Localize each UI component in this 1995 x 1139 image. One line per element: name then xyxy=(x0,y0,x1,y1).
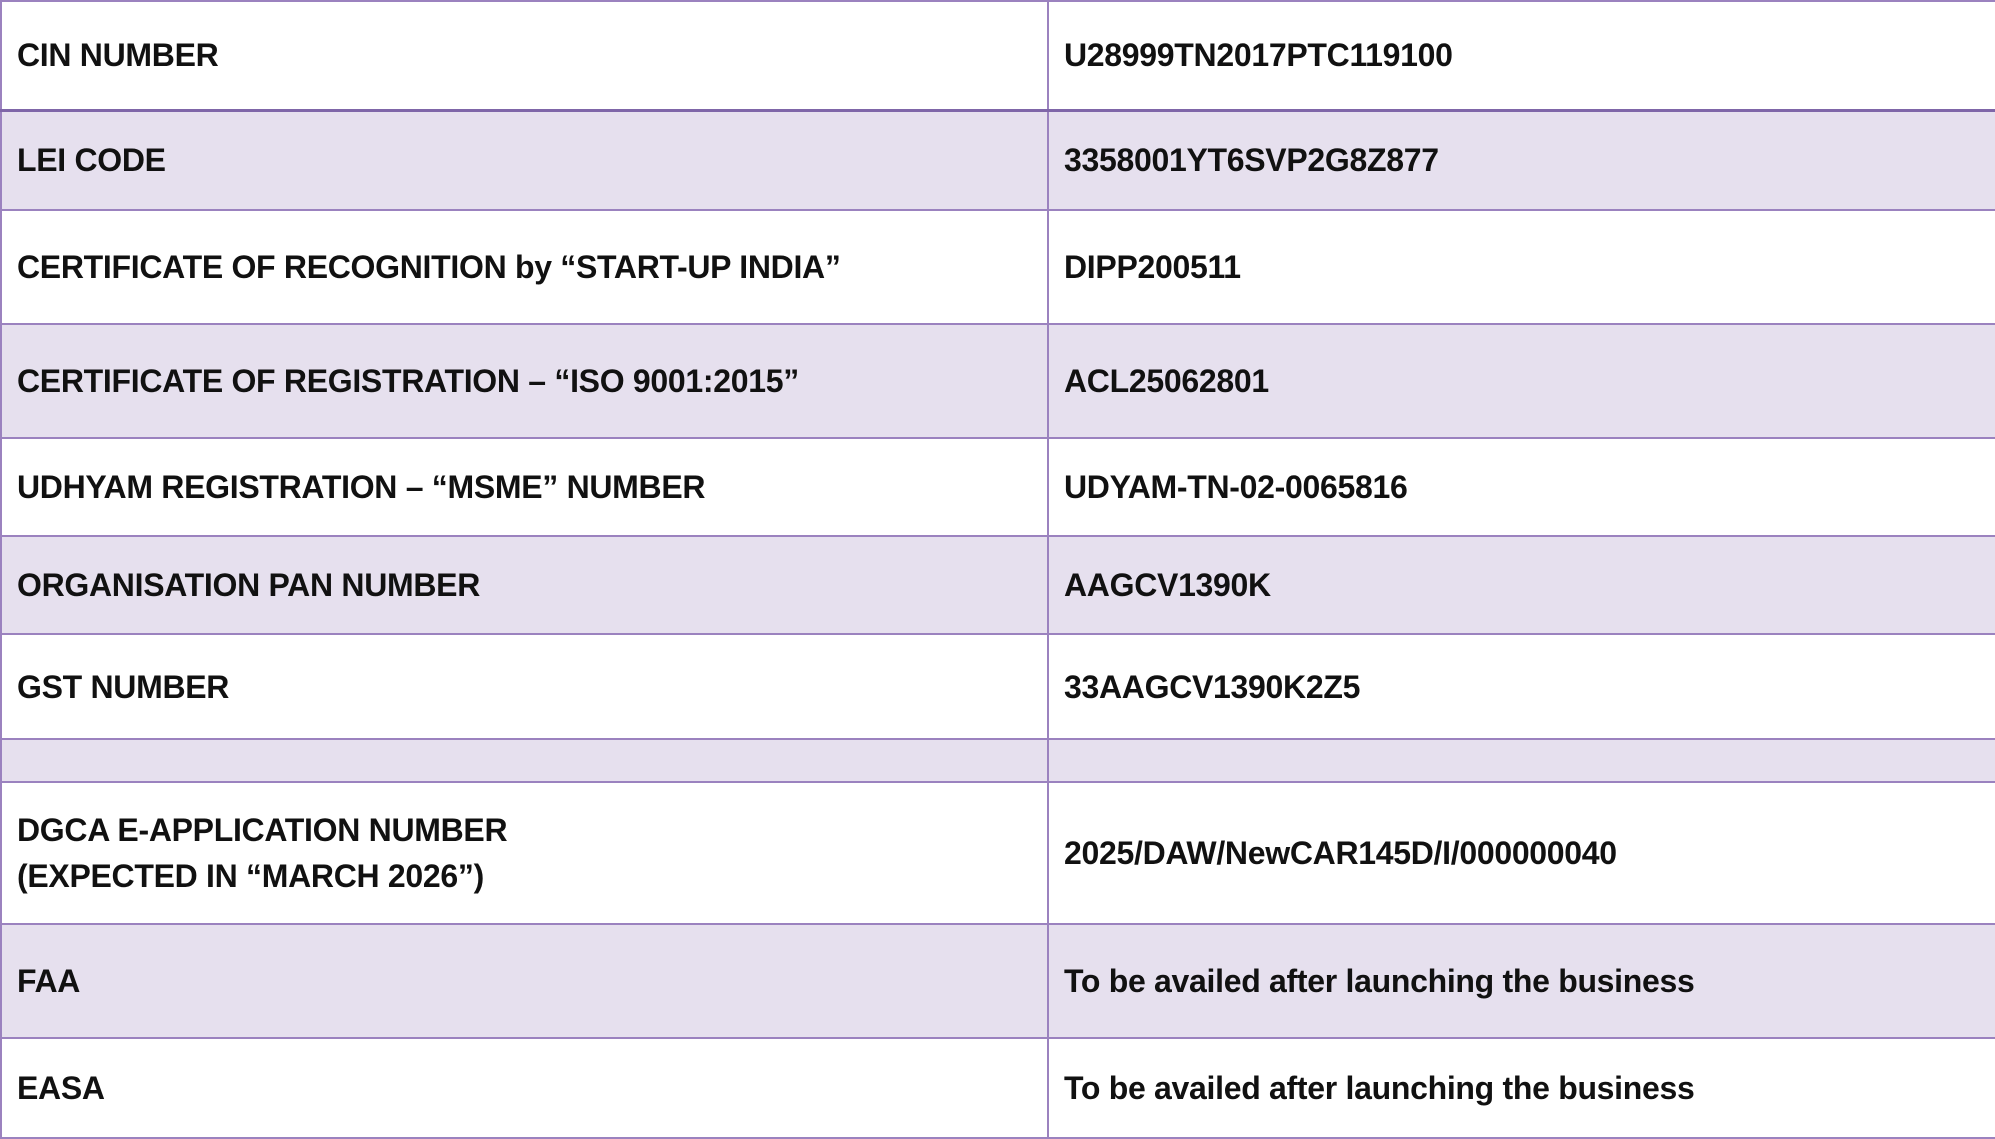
row-value: To be availed after launching the busine… xyxy=(1047,923,1995,1039)
row-value: DIPP200511 xyxy=(1047,209,1995,325)
table-row: CERTIFICATE OF REGISTRATION – “ISO 9001:… xyxy=(0,323,1995,439)
row-label-line-1: DGCA E-APPLICATION NUMBER xyxy=(17,812,508,848)
row-label: CERTIFICATE OF RECOGNITION by “START-UP … xyxy=(0,209,1049,325)
table-row-empty xyxy=(0,738,1995,783)
row-value: ACL25062801 xyxy=(1047,323,1995,439)
table-row: CIN NUMBER U28999TN2017PTC119100 xyxy=(0,0,1995,112)
row-label xyxy=(0,738,1049,783)
table-row: LEI CODE 3358001YT6SVP2G8Z877 xyxy=(0,109,1995,211)
row-value: U28999TN2017PTC119100 xyxy=(1047,0,1995,112)
row-label: CERTIFICATE OF REGISTRATION – “ISO 9001:… xyxy=(0,323,1049,439)
table-row: UDHYAM REGISTRATION – “MSME” NUMBER UDYA… xyxy=(0,437,1995,537)
row-label: CIN NUMBER xyxy=(0,0,1049,112)
row-value xyxy=(1047,738,1995,783)
row-value: 33AAGCV1390K2Z5 xyxy=(1047,633,1995,740)
row-label: GST NUMBER xyxy=(0,633,1049,740)
row-label: EASA xyxy=(0,1037,1049,1139)
row-label-line-2: (EXPECTED IN “MARCH 2026”) xyxy=(17,858,484,894)
row-label: UDHYAM REGISTRATION – “MSME” NUMBER xyxy=(0,437,1049,537)
table-row: FAA To be availed after launching the bu… xyxy=(0,923,1995,1039)
row-value: AAGCV1390K xyxy=(1047,535,1995,635)
row-label: LEI CODE xyxy=(0,109,1049,211)
row-label: FAA xyxy=(0,923,1049,1039)
row-value: UDYAM-TN-02-0065816 xyxy=(1047,437,1995,537)
row-value: 2025/DAW/NewCAR145D/I/000000040 xyxy=(1047,781,1995,925)
row-label: ORGANISATION PAN NUMBER xyxy=(0,535,1049,635)
table-row: GST NUMBER 33AAGCV1390K2Z5 xyxy=(0,633,1995,740)
table-row: DGCA E-APPLICATION NUMBER (EXPECTED IN “… xyxy=(0,781,1995,925)
table-row: EASA To be availed after launching the b… xyxy=(0,1037,1995,1139)
row-value: 3358001YT6SVP2G8Z877 xyxy=(1047,109,1995,211)
table-row: ORGANISATION PAN NUMBER AAGCV1390K xyxy=(0,535,1995,635)
table-row: CERTIFICATE OF RECOGNITION by “START-UP … xyxy=(0,209,1995,325)
row-value: To be availed after launching the busine… xyxy=(1047,1037,1995,1139)
row-label-multiline: DGCA E-APPLICATION NUMBER (EXPECTED IN “… xyxy=(0,781,1049,925)
